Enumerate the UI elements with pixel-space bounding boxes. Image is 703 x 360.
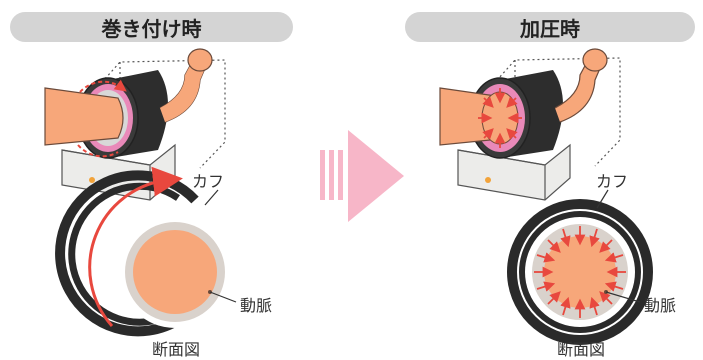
right-cross-section [507, 189, 653, 345]
left-cuff-label: カフ [192, 172, 225, 191]
left-indicator-light [89, 177, 95, 183]
header-wrapping: 巻き付け時 [10, 12, 293, 42]
left-cross-section [55, 166, 237, 337]
header-wrapping-text: 巻き付け時 [101, 16, 202, 41]
right-section-label: 断面図 [557, 340, 606, 359]
left-section-label: 断面図 [152, 340, 201, 359]
right-indicator-light [485, 177, 491, 183]
transition-arrow [320, 130, 404, 222]
header-pressurizing: 加圧時 [405, 12, 695, 42]
right-fist [582, 48, 608, 72]
header-pressurizing-text: 加圧時 [520, 16, 580, 41]
right-cuff-label: カフ [596, 172, 629, 191]
right-blood-pressure-device [439, 48, 621, 201]
right-artery-area [544, 236, 616, 308]
left-artery-label: 動脈 [240, 296, 273, 315]
right-artery-label: 動脈 [644, 296, 677, 315]
left-artery-area [133, 230, 217, 314]
left-fist [187, 48, 213, 72]
